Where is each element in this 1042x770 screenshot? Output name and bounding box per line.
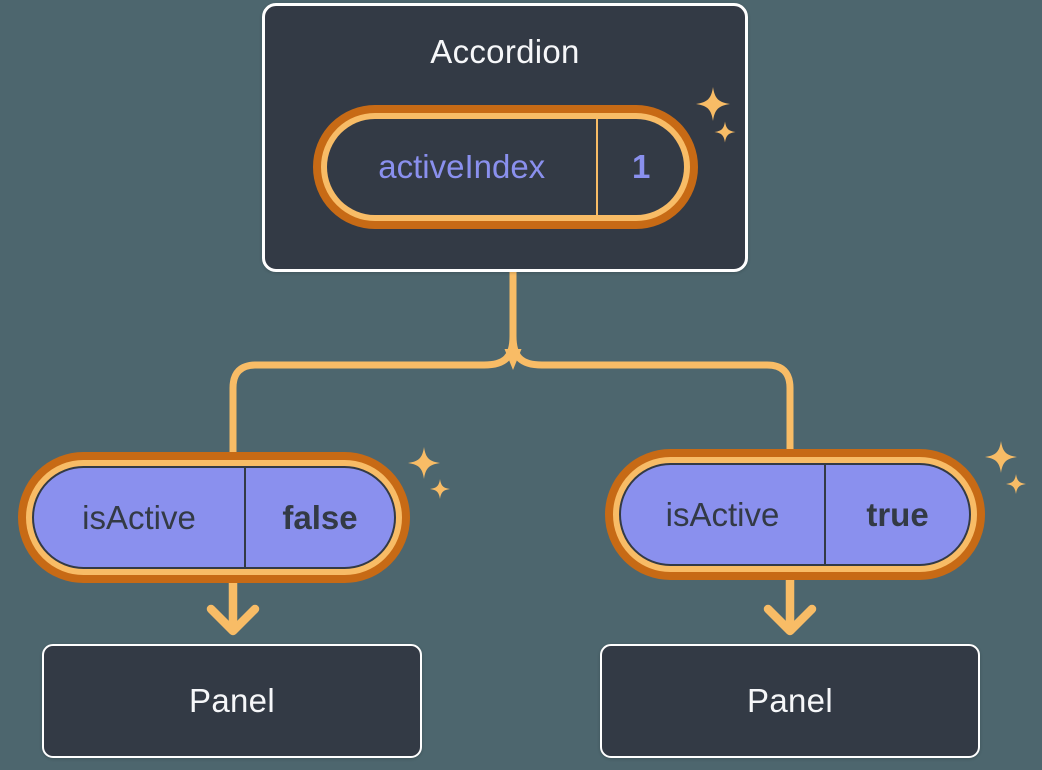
panel-label: Panel <box>189 682 275 719</box>
arrow-head <box>206 604 260 636</box>
prop-pill-value: true <box>824 465 969 564</box>
panel-node-right: Panel <box>600 644 980 758</box>
prop-pill-isactive-right: isActive true <box>605 449 985 580</box>
flow-arrow-left <box>206 578 260 636</box>
flow-arrow-right <box>763 575 817 636</box>
connector-branch-left <box>229 332 517 460</box>
connector-split-tip <box>504 349 522 370</box>
prop-pill-body: isActive false <box>32 466 396 569</box>
panel-node-left: Panel <box>42 644 422 758</box>
state-pill-body: activeIndex 1 <box>327 119 684 215</box>
connector-branch-right <box>509 332 794 456</box>
prop-pill-value: false <box>244 468 394 567</box>
state-pill-value: 1 <box>596 119 684 215</box>
state-pill-label: activeIndex <box>378 148 546 185</box>
arrow-head <box>763 604 817 636</box>
prop-pill-label: isActive <box>82 498 196 536</box>
state-pill-activeindex: activeIndex 1 <box>313 105 698 229</box>
prop-pill-isactive-left: isActive false <box>18 452 410 583</box>
prop-pill-body: isActive true <box>619 463 971 566</box>
panel-label: Panel <box>747 682 833 719</box>
prop-pill-label: isActive <box>665 495 780 533</box>
accordion-title: Accordion <box>430 33 580 70</box>
